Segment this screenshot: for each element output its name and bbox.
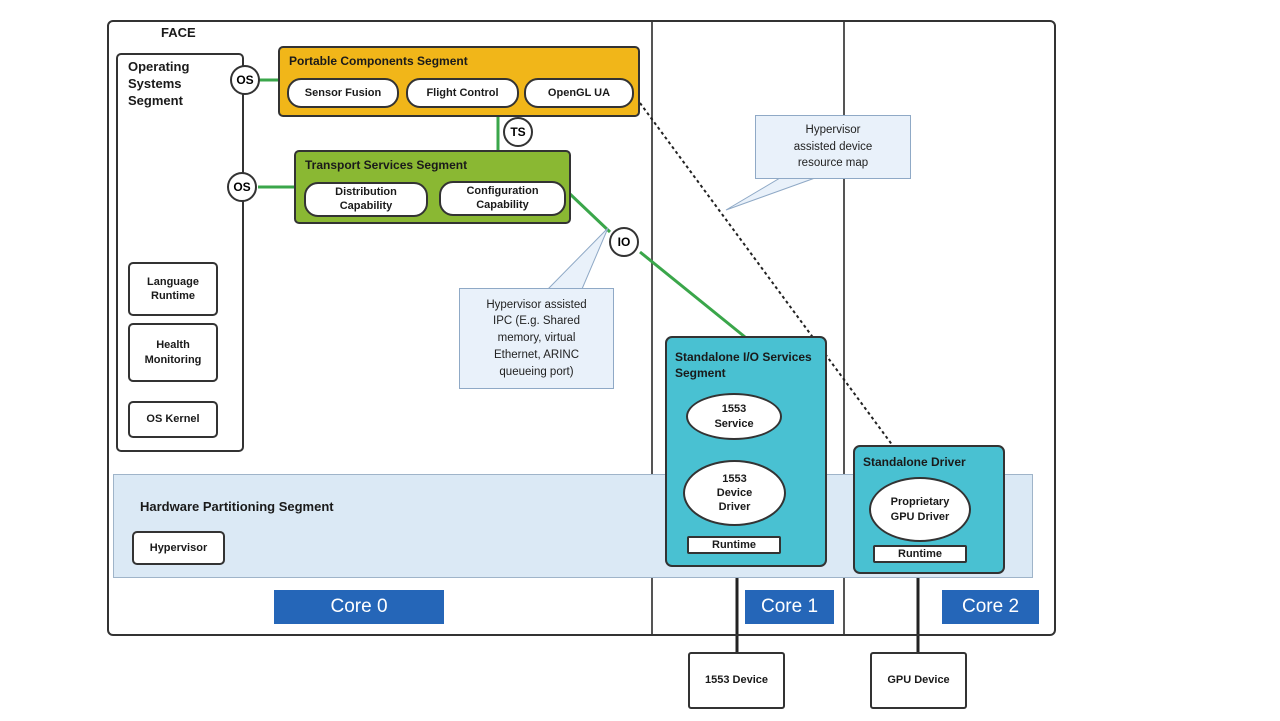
proprietary-gpu-driver-oval: Proprietary GPU Driver: [869, 477, 971, 542]
operating-systems-segment: [116, 53, 244, 452]
gpu-device-box: GPU Device: [870, 652, 967, 709]
1553-device-driver-oval: 1553 Device Driver: [683, 460, 786, 526]
1553-service-oval: 1553 Service: [686, 393, 782, 440]
sensor-fusion-box: Sensor Fusion: [287, 78, 399, 108]
hypervisor-resource-map-callout: Hypervisor assisted device resource map: [755, 115, 911, 179]
health-monitoring-box: Health Monitoring: [128, 323, 218, 382]
face-title: FACE: [161, 25, 196, 40]
1553-device-box: 1553 Device: [688, 652, 785, 709]
os-kernel-box: OS Kernel: [128, 401, 218, 438]
resource-map-dotted-line: [639, 102, 894, 447]
portable-components-title: Portable Components Segment: [289, 54, 468, 68]
os-interface-top: OS: [230, 65, 260, 95]
ts-interface: TS: [503, 117, 533, 147]
io-runtime-box: Runtime: [687, 536, 781, 554]
hardware-partitioning-title: Hardware Partitioning Segment: [140, 499, 334, 514]
flight-control-box: Flight Control: [406, 78, 519, 108]
io-connector-b: [639, 250, 746, 339]
distribution-capability-box: Distribution Capability: [304, 182, 428, 217]
core-2-label: Core 2: [942, 590, 1039, 624]
hypervisor-ipc-callout: Hypervisor assisted IPC (E.g. Shared mem…: [459, 288, 614, 389]
opengl-ua-box: OpenGL UA: [524, 78, 634, 108]
hypervisor-box: Hypervisor: [132, 531, 225, 565]
os-interface-bottom: OS: [227, 172, 257, 202]
standalone-driver-title: Standalone Driver: [863, 455, 966, 469]
os-segment-title: Operating Systems Segment: [128, 59, 190, 108]
core-0-label: Core 0: [274, 590, 444, 624]
core-1-label: Core 1: [745, 590, 834, 624]
io-interface: IO: [609, 227, 639, 257]
configuration-capability-box: Configuration Capability: [439, 181, 566, 216]
language-runtime-box: Language Runtime: [128, 262, 218, 316]
face-outer-frame: [107, 20, 1056, 636]
transport-services-title: Transport Services Segment: [305, 158, 468, 172]
standalone-io-services-segment: [665, 336, 827, 567]
io-connector-a: [568, 192, 612, 234]
gpu-runtime-box: Runtime: [873, 545, 967, 563]
standalone-io-services-title: Standalone I/O Services Segment: [675, 350, 812, 380]
